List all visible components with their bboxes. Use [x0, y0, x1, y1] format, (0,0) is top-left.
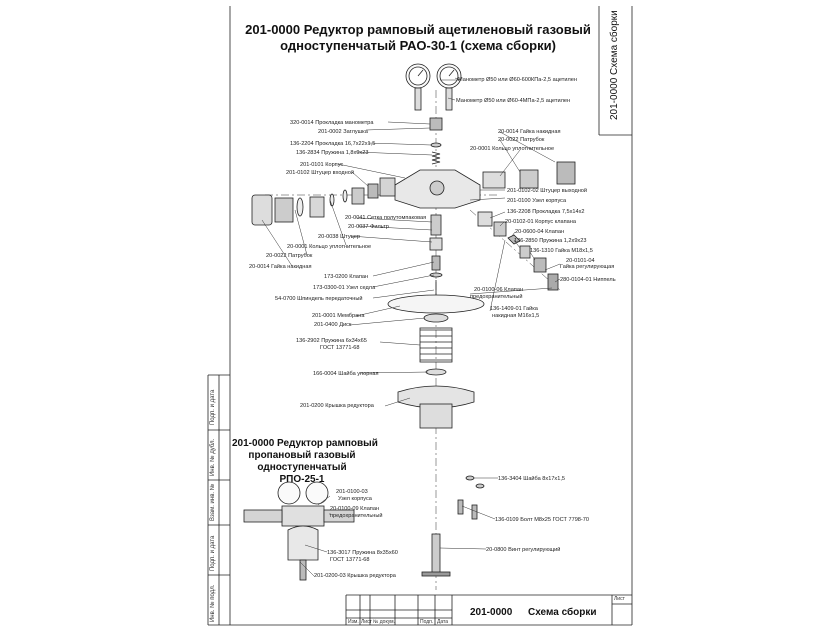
outlet-fitting: [482, 161, 576, 189]
label-propane-valve-2: предохранительный: [330, 513, 383, 519]
label-propane-valve: 20-0100-09 Клапан: [330, 506, 380, 512]
safety-valve-chain: [477, 211, 559, 291]
label-valve: 20-0600-04 Клапан: [515, 229, 565, 235]
bolt: [471, 504, 478, 520]
label-washer-8: 136-3404 Шайба 8х17х1,5: [498, 476, 565, 482]
label-ring-left: 20-0001 Кольцо уплотнительное: [287, 244, 372, 250]
label-safety-valve-2: предохранительный: [470, 294, 523, 300]
side-label: 201-0000 Схема сборки: [609, 10, 620, 120]
leader-lines: [261, 77, 561, 577]
propane-regulator: [243, 481, 355, 581]
stamp-col-list: Лист: [361, 619, 372, 625]
label-cap-nut: 136-1409-01 Гайка: [490, 306, 538, 312]
label-bolt: 136-0109 Болт М8х25 ГОСТ 7798-70: [495, 517, 589, 523]
label-spring-12: 136-2850 Пружина 1,2х9х23: [514, 238, 587, 244]
stamp-col-date: Дата: [437, 619, 449, 625]
label-spring-6-gost: ГОСТ 13771-68: [320, 345, 360, 351]
washer: [475, 483, 485, 489]
inlet-chain: [251, 183, 379, 226]
stamp-doc-number: 201-0000: [470, 607, 513, 618]
label-body: 201-0101 Корпус: [300, 162, 344, 168]
label-fitting: 20-0038 Штуцер: [318, 234, 360, 240]
label-pipe-right: 20-0022 Патрубок: [498, 137, 545, 143]
stamp-doc-name: Схема сборки: [528, 607, 597, 618]
margin-label-4: Подп. и дата: [210, 535, 216, 571]
label-disk: 201-0400 Диск: [314, 322, 352, 328]
label-cover: 201-0200 Крышка редуктора: [300, 403, 374, 409]
regulator-body: [379, 169, 481, 209]
label-safety-valve: 20-0100-06 Клапан: [474, 287, 524, 293]
stamp-col-doc: № докум.: [373, 619, 395, 625]
label-propane-spring: 136-3017 Пружина 8х35х60: [327, 550, 398, 556]
adjusting-screw: [421, 533, 451, 577]
label-membrane: 201-0001 Мембрана: [312, 313, 365, 319]
label-gauge-600: Манометр Ø50 или Ø60-600КПа-2,5 ацетилен: [458, 77, 577, 83]
label-plug: 201-0002 Заглушка: [318, 129, 368, 135]
label-spring-18: 136-2834 Пружина 1,8х9х23: [296, 150, 369, 156]
seat: [429, 272, 443, 278]
propane-title-1: 201-0000 Редуктор рамповый: [232, 438, 378, 449]
margin-label-5: Инв. № подл.: [210, 584, 216, 622]
label-gauge-gasket: 320-0014 Прокладка манометра: [290, 120, 374, 126]
label-nipple: 280-0104-01 Ниппель: [560, 277, 616, 283]
margin-label-1: Подп. и дата: [210, 389, 216, 425]
label-gasket-7: 136-2208 Прокладка 7,5х14х2: [507, 209, 585, 215]
label-mesh: 20-0041 Сетка полутомпаковая: [345, 215, 427, 221]
label-valve-173: 173-0200 Клапан: [324, 274, 369, 280]
drawing-frame: [207, 6, 633, 626]
label-adjust-screw: 20-0800 Винт регулирующий: [486, 547, 561, 553]
label-valve-body: 20-0102-01 Корпус клапана: [505, 219, 576, 225]
label-propane-body: Узел корпуса: [338, 496, 372, 502]
label-gauge-4mpa: Манометр Ø50 или Ø60-4МПа-2,5 ацетилен: [456, 98, 571, 104]
label-pipe-left: 20-0022 Патрубок: [266, 253, 313, 259]
gauge-right: [436, 63, 462, 111]
label-cap-nut-2: накидная М16х1,5: [492, 313, 540, 319]
label-nut-right: 20-0014 Гайка накидная: [498, 129, 561, 135]
filter: [430, 214, 442, 236]
plug: [429, 117, 443, 131]
label-nut-m18: 136-1310 Гайка М18х1,5: [530, 248, 593, 254]
margin-label-2: Инв. № дубл.: [210, 438, 216, 476]
label-seat: 173-0300-01 Узел седла: [313, 285, 376, 291]
stamp-sheet: Лист: [614, 596, 625, 602]
thrust-washer: [425, 368, 447, 376]
bolt: [457, 499, 464, 515]
margin-label-3: Взам. инв. №: [210, 483, 216, 521]
propane-title-2: пропановый газовый: [248, 450, 356, 461]
label-adjust-nut: Гайка регулирующая: [560, 264, 615, 270]
label-body-unit: 201-0100 Узел корпуса: [507, 198, 567, 204]
valve: [431, 255, 441, 271]
washer: [465, 475, 475, 481]
label-gasket-16: 136-2204 Прокладка 16,7х22х1,5: [290, 141, 376, 147]
membrane: [387, 294, 485, 314]
label-propane-cover: 201-0200-03 Крышка редуктора: [314, 573, 396, 579]
label-ring-right: 20-0001 Кольцо уплотнительное: [470, 146, 555, 152]
label-thrust-washer: 166-0004 Шайба упорная: [313, 371, 379, 377]
gasket: [430, 142, 442, 148]
regulator-cover: [397, 385, 475, 429]
disk: [423, 313, 449, 323]
label-spring-6: 136-2902 Пружина 6х34х65: [296, 338, 367, 344]
fitting: [429, 237, 443, 251]
label-spindle: 54-0700 Шпиндель передаточный: [275, 296, 363, 302]
label-filter: 20-0037 Фильтр: [348, 224, 389, 230]
label-nut-left: 20-0014 Гайка накидная: [249, 264, 312, 270]
gauge-left: [405, 63, 431, 111]
label-outlet: 201-0102-02 Штуцер выходной: [507, 188, 588, 194]
spring-small: [431, 151, 441, 165]
propane-title-4: РПО-25-1: [279, 474, 325, 485]
stamp-col-sign: Подп.: [420, 619, 434, 625]
label-inlet: 201-0102 Штуцер входной: [286, 170, 354, 176]
label-propane-body-code: 201-0100-03: [336, 489, 368, 495]
propane-title-3: одноступенчатый: [257, 462, 347, 473]
drawing-title-line1: 201-0000 Редуктор рамповый ацетиленовый …: [245, 22, 591, 37]
label-adjust-nut-code: 20-0101-04: [566, 258, 595, 264]
label-propane-spring-gost: ГОСТ 13771-68: [330, 557, 370, 563]
stamp-col-izm: Изм.: [348, 619, 359, 625]
drawing-title-line2: одноступенчатый РАО-30-1 (схема сборки): [280, 38, 556, 53]
